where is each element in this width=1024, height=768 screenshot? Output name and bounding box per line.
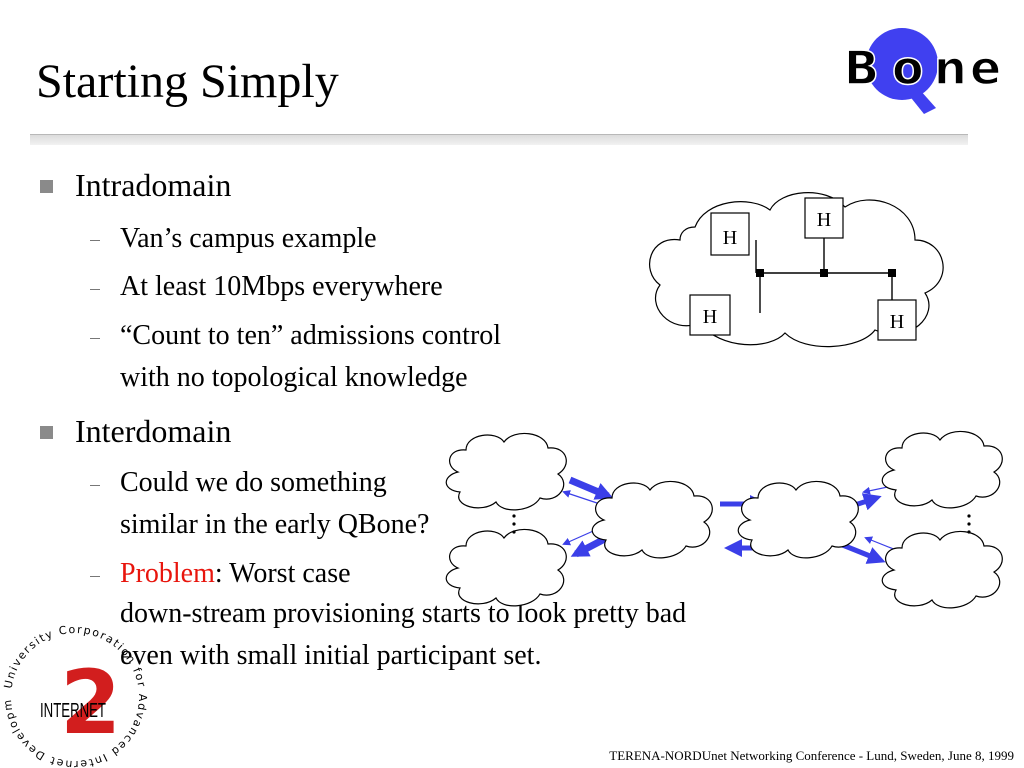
sub-bullet-campus: Van’s campus example xyxy=(120,223,377,254)
sub-bullet-problem-line2: down-stream provisioning starts to look … xyxy=(120,598,687,629)
lan-node xyxy=(820,269,828,277)
title-divider xyxy=(30,134,968,145)
slide-title: Starting Simply xyxy=(36,55,339,108)
qbone-letter: n xyxy=(934,41,973,95)
internet2-wordmark: INTERNET xyxy=(40,700,106,722)
sub-bullet-admission-cont: with no topological knowledge xyxy=(120,362,468,393)
bullet-intradomain: Intradomain xyxy=(75,167,232,203)
campus-network-diagram: H H H H xyxy=(649,192,944,348)
domain-cloud-right-bottom xyxy=(881,530,1003,609)
host-box xyxy=(710,212,750,256)
sub-bullet-admission: “Count to ten” admissions control xyxy=(120,320,502,351)
lan-node xyxy=(888,269,896,277)
dash-marker xyxy=(90,576,100,577)
dash-marker xyxy=(90,338,100,339)
host-label: H xyxy=(890,311,904,333)
dash-marker xyxy=(90,289,100,290)
ellipsis-left xyxy=(512,514,516,534)
host-label: H xyxy=(817,209,831,231)
domain-cloud-left-bottom xyxy=(445,528,567,607)
domain-cloud-left-top xyxy=(445,432,567,511)
slide-footer: TERENA-NORDUnet Networking Conference - … xyxy=(609,748,1014,763)
dash-marker xyxy=(90,240,100,241)
internet2-logo: University Corporation for Advanced Inte… xyxy=(0,615,147,768)
host-box xyxy=(689,294,731,336)
interdomain-diagram xyxy=(445,430,1003,609)
domain-cloud-center-right xyxy=(737,480,859,559)
sub-bullet-could: Could we do something xyxy=(120,467,387,498)
qbone-letter: o xyxy=(892,41,930,95)
problem-keyword: Problem xyxy=(120,558,215,589)
sub-bullet-could-cont: similar in the early QBone? xyxy=(120,509,430,540)
bullet-square xyxy=(40,426,53,439)
internet2-numeral: 2 xyxy=(60,651,121,754)
flow-arrow-thin xyxy=(562,490,601,505)
lan-node xyxy=(756,269,764,277)
problem-text: : Worst case xyxy=(214,558,351,589)
flow-arrow-thick xyxy=(839,541,886,564)
host-box xyxy=(804,197,844,239)
sub-bullet-bandwidth: At least 10Mbps everywhere xyxy=(120,271,443,302)
host-label: H xyxy=(723,227,737,249)
domain-cloud-right-top xyxy=(881,430,1003,509)
bullet-square xyxy=(40,180,53,193)
bullet-interdomain: Interdomain xyxy=(75,413,232,449)
domain-cloud-center-left xyxy=(591,480,713,559)
sub-bullet-problem: Problem: Worst case xyxy=(120,560,351,588)
qbone-letter: e xyxy=(970,41,1007,95)
sub-bullet-problem-line3: even with small initial participant set. xyxy=(120,640,542,671)
qbone-q-tail xyxy=(908,90,936,114)
qbone-letter: B xyxy=(844,41,885,95)
qbone-q-circle xyxy=(866,28,938,100)
flow-arrow-thick xyxy=(568,476,614,500)
host-box xyxy=(877,299,917,341)
dash-marker xyxy=(90,485,100,486)
host-label: H xyxy=(703,306,717,328)
ellipsis-right xyxy=(967,514,971,534)
